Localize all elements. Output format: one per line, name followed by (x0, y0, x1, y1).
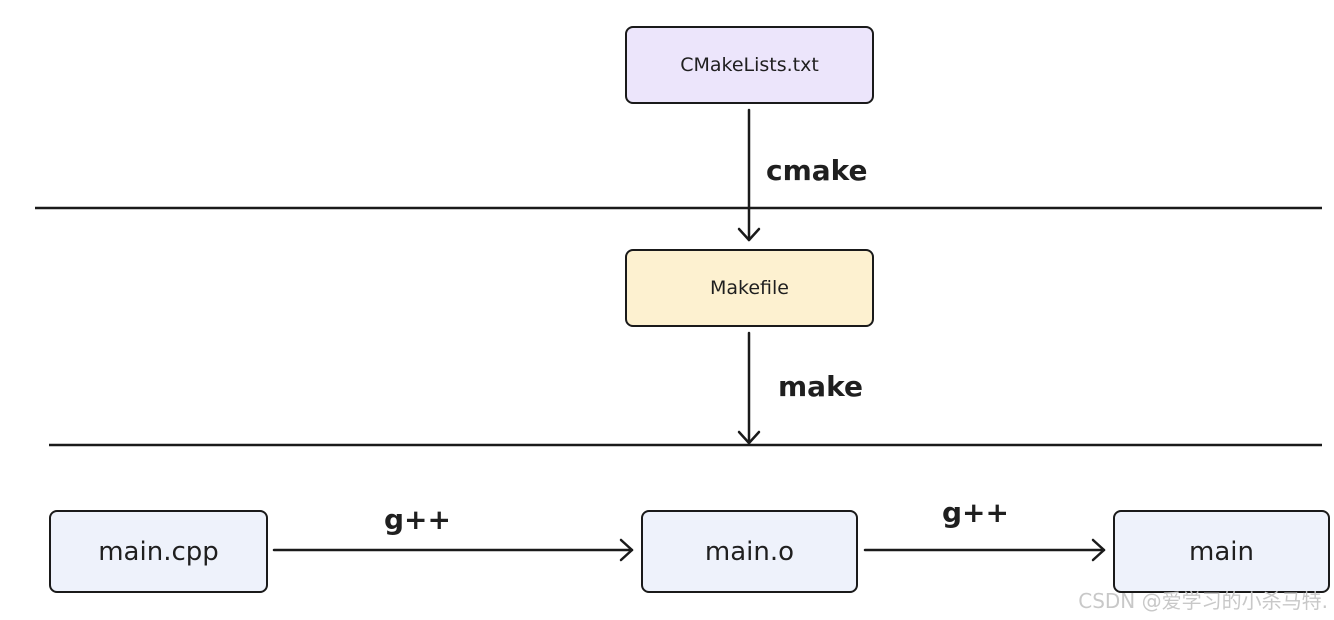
edge-label-gpp-compile: g++ (384, 503, 451, 536)
arrow-link (863, 538, 1106, 562)
arrow-make (737, 331, 761, 445)
node-main-o: main.o (641, 510, 858, 593)
edge-label-make: make (778, 370, 863, 403)
node-makefile-label: Makefile (710, 277, 789, 299)
node-main: main (1113, 510, 1330, 593)
node-main-label: main (1189, 536, 1254, 567)
node-main-cpp: main.cpp (49, 510, 268, 593)
node-cmakelists-label: CMakeLists.txt (680, 54, 819, 76)
arrow-cmake (737, 108, 761, 242)
edge-label-gpp-link: g++ (942, 496, 1009, 529)
arrow-compile (272, 538, 634, 562)
node-makefile: Makefile (625, 249, 874, 327)
node-main-o-label: main.o (704, 536, 795, 567)
watermark: CSDN @爱学习的小杀马特. (1078, 589, 1328, 613)
edge-label-cmake: cmake (766, 154, 868, 187)
node-cmakelists: CMakeLists.txt (625, 26, 874, 104)
node-main-cpp-label: main.cpp (98, 536, 219, 567)
